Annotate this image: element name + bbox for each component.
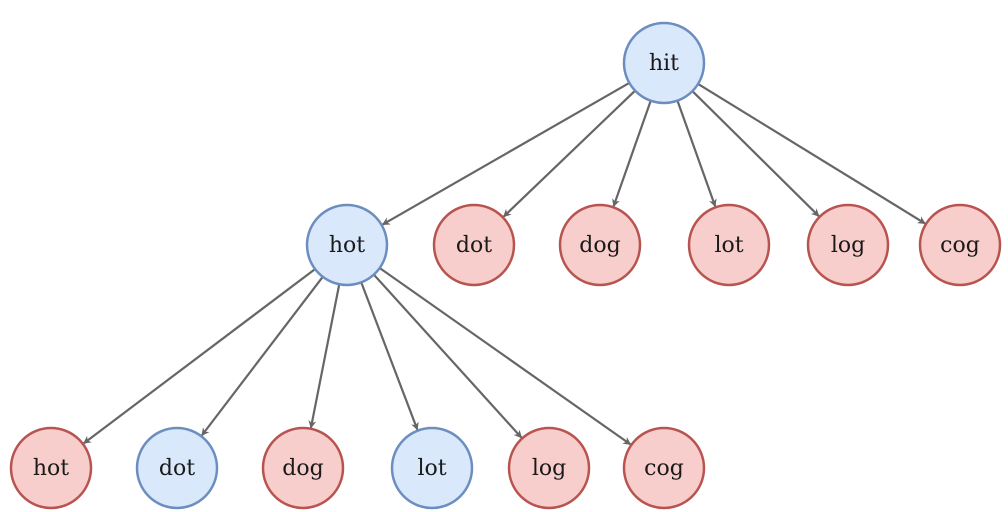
node-dog: dog bbox=[558, 203, 642, 287]
node-circle bbox=[622, 21, 706, 105]
node-label: cog bbox=[644, 456, 684, 481]
node-circle bbox=[806, 203, 890, 287]
node-circle bbox=[9, 426, 93, 510]
node-label: dog bbox=[282, 456, 323, 481]
node-label: hit bbox=[649, 51, 679, 76]
node-cog: cog bbox=[918, 203, 1002, 287]
node-dot: dot bbox=[432, 203, 516, 287]
node-hit: hit bbox=[622, 21, 706, 105]
node-cog: cog bbox=[622, 426, 706, 510]
node-dot: dot bbox=[135, 426, 219, 510]
edge-hot-to-dot bbox=[200, 271, 328, 437]
edge-hot-to-lot bbox=[358, 276, 419, 431]
edge-hit-to-cog bbox=[692, 79, 926, 225]
node-circle bbox=[687, 203, 771, 287]
node-label: dot bbox=[159, 456, 195, 481]
node-dog: dog bbox=[261, 426, 345, 510]
node-circle bbox=[261, 426, 345, 510]
node-circle bbox=[558, 203, 642, 287]
node-log: log bbox=[806, 203, 890, 287]
edge-hot-to-cog bbox=[374, 263, 632, 446]
edge-hit-to-hot bbox=[381, 78, 636, 226]
edge-hot-to-hot bbox=[83, 264, 321, 445]
nodes-layer: hit hot dot dog lot log cog hot dot dog lot log cog bbox=[9, 21, 1002, 510]
edge-hot-to-log bbox=[369, 269, 523, 439]
node-label: lot bbox=[714, 233, 743, 258]
node-hot: hot bbox=[9, 426, 93, 510]
node-circle bbox=[918, 203, 1002, 287]
node-circle bbox=[390, 426, 474, 510]
edges-layer bbox=[83, 78, 926, 446]
node-label: cog bbox=[940, 233, 980, 258]
node-circle bbox=[622, 426, 706, 510]
edge-hit-to-dog bbox=[612, 94, 654, 208]
node-label: log bbox=[831, 233, 865, 258]
edge-hit-to-lot bbox=[674, 94, 717, 208]
node-label: lot bbox=[417, 456, 446, 481]
node-label: hot bbox=[33, 456, 69, 481]
node-lot: lot bbox=[687, 203, 771, 287]
node-hot: hot bbox=[305, 203, 389, 287]
edge-hit-to-log bbox=[687, 86, 820, 217]
node-circle bbox=[305, 203, 389, 287]
node-label: hot bbox=[329, 233, 365, 258]
edge-hot-to-dog bbox=[308, 278, 342, 429]
edge-hit-to-dot bbox=[502, 85, 641, 218]
node-label: dot bbox=[456, 233, 492, 258]
node-log: log bbox=[507, 426, 591, 510]
node-label: dog bbox=[579, 233, 620, 258]
node-circle bbox=[432, 203, 516, 287]
node-label: log bbox=[532, 456, 566, 481]
node-circle bbox=[135, 426, 219, 510]
node-circle bbox=[507, 426, 591, 510]
node-lot: lot bbox=[390, 426, 474, 510]
